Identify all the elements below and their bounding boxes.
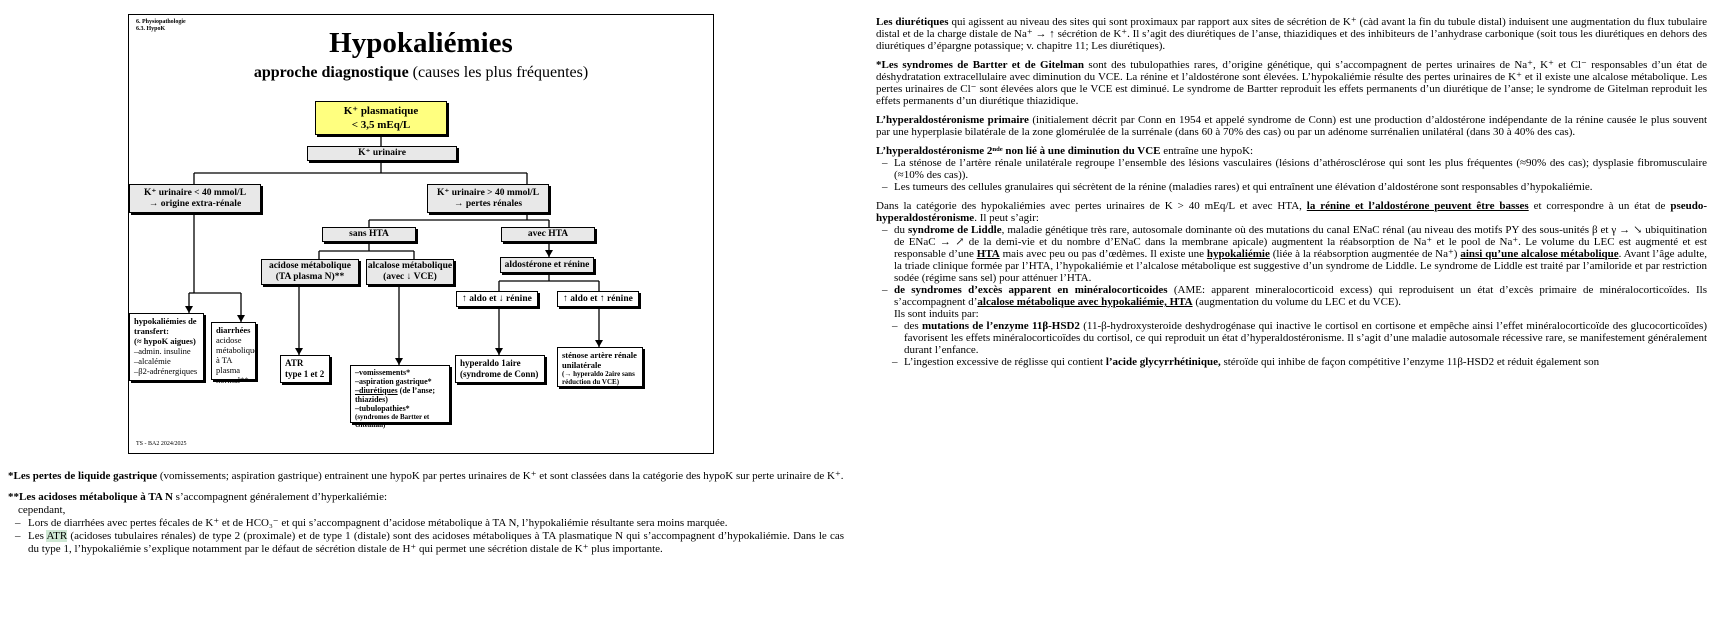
acidose-metabolique-box: acidose métabolique(TA plasma N)**	[261, 259, 359, 285]
slide-section-label: 6. Physiopathologie 6.3. HypoK	[136, 19, 186, 33]
slide-subsection: 6.3. HypoK	[136, 26, 166, 32]
hyperaldo-primaire-box: hyperaldo 1aire(syndrome de Conn)	[455, 355, 545, 383]
paragraph-hyperaldo-secondaire: L’hyperaldostéronisme 2ⁿᵈᵉ non lié à une…	[876, 145, 1707, 193]
list-item-liddle: du syndrome de Liddle, maladie génétique…	[876, 224, 1707, 284]
list-item: Les tumeurs des cellules granulaires qui…	[876, 181, 1707, 193]
hypok-transfert-box: hypokaliémies de transfert: (≈ hypoK aig…	[129, 313, 204, 381]
sans-hta-box: sans HTA	[322, 227, 416, 242]
k-plasmatique-box: K⁺ plasmatique< 3,5 mEq/L	[315, 101, 447, 135]
induits-label: Ils sont induits par:	[894, 308, 979, 320]
aldosterone-renine-box: aldostérone et rénine	[500, 257, 594, 273]
paragraph-diuretiques: Les diurétiques qui agissent au niveau d…	[876, 16, 1707, 52]
k-urinaire-low-box: K⁺ urinaire < 40 mmol/L→ origine extra-r…	[129, 184, 261, 213]
note-acidoses: **Les acidoses métabolique à TA N s’acco…	[8, 491, 844, 556]
list-item-ame: de syndromes d’excès apparent en minéral…	[876, 284, 1707, 308]
avec-hta-box: avec HTA	[501, 227, 595, 242]
up-aldo-down-renine-box: ↑ aldo et ↓ rénine	[456, 291, 538, 307]
k-urinaire-high-box: K⁺ urinaire > 40 mmol/L→ pertes rénales	[427, 184, 549, 213]
list-item: L’ingestion excessive de réglisse qui co…	[876, 356, 1707, 368]
up-aldo-up-renine-box: ↑ aldo et ↑ rénine	[557, 291, 639, 307]
slide-subtitle: approche diagnostique (causes les plus f…	[129, 63, 713, 83]
slide-title: Hypokaliémies	[329, 27, 513, 59]
right-column-text: Les diurétiques qui agissent au niveau d…	[876, 16, 1707, 375]
stenose-arterielle-box: sténose artère rénale unilatérale (→ hyp…	[557, 347, 643, 387]
list-item: Lors de diarrhées avec pertes fécales de…	[8, 517, 844, 530]
subtitle-bold: approche diagnostique	[253, 64, 409, 81]
paragraph-pseudo-hyperaldo: Dans la catégorie des hypokaliémies avec…	[876, 200, 1707, 368]
highlighted-atr: ATR	[46, 530, 68, 542]
flowchart-connectors	[185, 135, 603, 365]
diagnostic-slide: 6. Physiopathologie 6.3. HypoK Hypokalié…	[128, 14, 714, 454]
subtitle-normal: (causes les plus fréquentes)	[412, 64, 589, 81]
slide-footer: TS - BA2 2024/2025	[136, 441, 187, 447]
paragraph-bartter: *Les syndromes de Bartter et de Gitelman…	[876, 59, 1707, 107]
vomissements-box: –vomissements* –aspiration gastrique* –d…	[350, 365, 450, 429]
bottom-notes: *Les pertes de liquide gastrique (vomiss…	[8, 470, 844, 556]
list-item: des mutations de l’enzyme 11β-HSD2 (11-β…	[876, 320, 1707, 356]
k-urinaire-box: K⁺ urinaire	[307, 146, 457, 161]
list-item: Les ATR (acidoses tubulaires rénales) de…	[8, 530, 844, 556]
note-gastric: *Les pertes de liquide gastrique (vomiss…	[8, 470, 844, 482]
alcalose-metabolique-box: alcalose métabolique(avec ↓ VCE)	[366, 259, 454, 285]
paragraph-hyperaldo-primaire: L’hyperaldostéronisme primaire (initiale…	[876, 114, 1708, 138]
diarrhees-box: diarrhées acidose métabolique à TA plasm…	[211, 322, 258, 385]
list-item: La sténose de l’artère rénale unilatéral…	[876, 157, 1707, 181]
slide-section: 6. Physiopathologie	[136, 19, 186, 25]
